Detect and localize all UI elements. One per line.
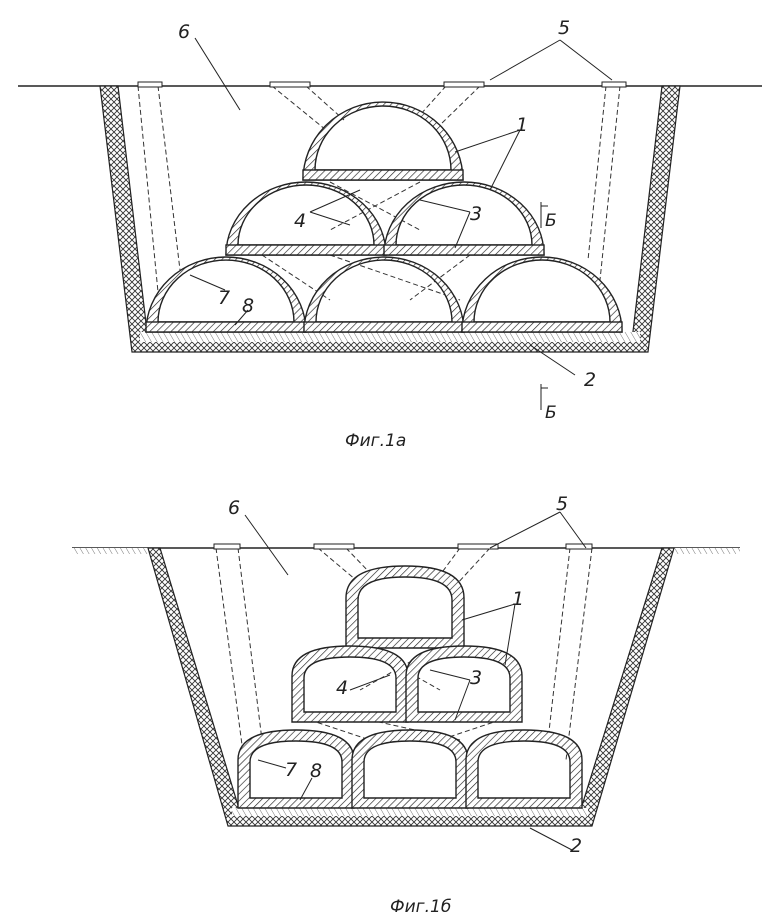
label-1: 1 [516, 114, 528, 136]
label-5: 5 [556, 493, 568, 515]
arch-mid-right [384, 182, 544, 255]
arch-mid-left-floor [226, 245, 386, 255]
figure-caption-1b: Фиг.1б [390, 897, 451, 917]
box-arch-bottom-right [466, 730, 582, 808]
box-arch-mid-left [292, 646, 408, 722]
arch-top-floor [303, 170, 463, 180]
label-6: 6 [228, 497, 240, 519]
dashed-pipes [138, 86, 620, 300]
label-8: 8 [310, 760, 322, 782]
pit-wall [100, 86, 680, 352]
label-4: 4 [294, 210, 306, 232]
figure-1a: 6 5 1 4 3 7 8 2 Б Б Фиг.1а [18, 17, 762, 451]
label-6: 6 [178, 21, 190, 43]
section-mark-top: Б [545, 211, 557, 231]
base-layer [140, 332, 640, 342]
box-arch-bottom-mid [352, 730, 468, 808]
figure-1b: 6 5 1 4 3 7 8 2 Фиг.1б [72, 493, 740, 917]
figure-caption-1a: Фиг.1а [345, 431, 406, 451]
label-7: 7 [285, 759, 297, 781]
label-4: 4 [336, 677, 348, 699]
arch-bottom-left-floor [146, 322, 306, 332]
label-8: 8 [242, 295, 254, 317]
label-1: 1 [512, 588, 524, 610]
label-2: 2 [570, 835, 582, 857]
section-mark-bottom: Б [545, 403, 557, 423]
arch-bottom-mid [304, 257, 464, 332]
label-3: 3 [470, 667, 482, 689]
arch-bottom-mid-floor [304, 322, 464, 332]
arch-mid-right-floor [384, 245, 544, 255]
label-5: 5 [558, 17, 570, 39]
box-arch-mid-right [406, 646, 522, 722]
arch-bottom-right-floor [462, 322, 622, 332]
box-arch-top [346, 566, 464, 648]
dashed-pipes [216, 548, 592, 760]
arch-top [303, 102, 463, 180]
ground-soil-left [72, 548, 148, 554]
label-7: 7 [218, 287, 230, 309]
label-2: 2 [584, 369, 596, 391]
label-3: 3 [470, 203, 482, 225]
arch-bottom-right [462, 257, 622, 332]
base-layer [232, 808, 588, 816]
